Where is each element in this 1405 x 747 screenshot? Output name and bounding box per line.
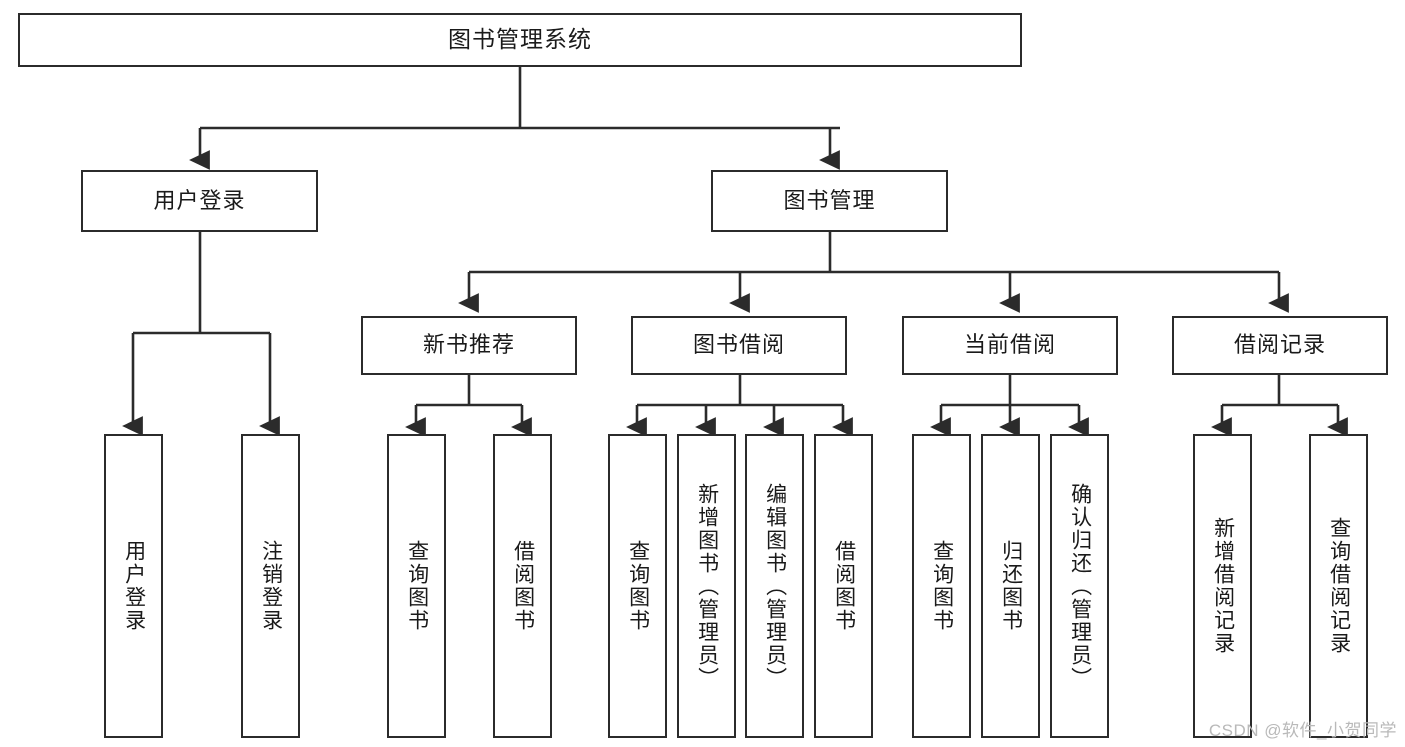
leaf-query-borrow-record[interactable]: 查询借阅记录: [1309, 434, 1368, 738]
leaf-return-books[interactable]: 归还图书: [981, 434, 1040, 738]
leaf-logout[interactable]: 注销登录: [241, 434, 300, 738]
node-current-borrow[interactable]: 当前借阅: [902, 316, 1118, 375]
node-label: 借阅记录: [1233, 332, 1326, 358]
leaf-confirm-return-admin[interactable]: 确认归还（管理员）: [1050, 434, 1109, 738]
leaf-edit-book-admin[interactable]: 编辑图书（管理员）: [745, 434, 804, 738]
node-label: 归还图书: [999, 540, 1023, 632]
leaf-add-borrow-record[interactable]: 新增借阅记录: [1193, 434, 1252, 738]
node-label: 图书管理系统: [448, 26, 592, 53]
node-label: 新增借阅记录: [1211, 517, 1235, 655]
leaf-query-books-recommend[interactable]: 查询图书: [387, 434, 446, 738]
node-label: 当前借阅: [963, 332, 1056, 358]
node-label: 借阅图书: [511, 540, 535, 632]
node-label: 查询图书: [626, 540, 650, 632]
node-label: 确认归还（管理员）: [1068, 482, 1092, 690]
node-label: 借阅图书: [832, 540, 856, 632]
node-book-management[interactable]: 图书管理: [711, 170, 948, 232]
node-label: 用户登录: [122, 540, 146, 632]
node-label: 图书管理: [783, 187, 876, 213]
leaf-user-login[interactable]: 用户登录: [104, 434, 163, 738]
node-label: 新书推荐: [422, 332, 515, 358]
node-label: 注销登录: [259, 540, 283, 632]
leaf-query-books-borrow[interactable]: 查询图书: [608, 434, 667, 738]
leaf-add-book-admin[interactable]: 新增图书（管理员）: [677, 434, 736, 738]
node-root-library-management-system[interactable]: 图书管理系统: [18, 13, 1022, 67]
leaf-borrow-books-recommend[interactable]: 借阅图书: [493, 434, 552, 738]
node-new-book-recommend[interactable]: 新书推荐: [361, 316, 577, 375]
node-label: 查询图书: [930, 540, 954, 632]
node-label: 查询借阅记录: [1327, 517, 1351, 655]
node-borrow-record[interactable]: 借阅记录: [1172, 316, 1388, 375]
node-book-borrow[interactable]: 图书借阅: [631, 316, 847, 375]
node-label: 查询图书: [405, 540, 429, 632]
node-label: 新增图书（管理员）: [695, 482, 719, 690]
node-user-login[interactable]: 用户登录: [81, 170, 318, 232]
node-label: 用户登录: [153, 187, 246, 213]
watermark-csdn: CSDN @软件_小贺同学: [1208, 721, 1397, 740]
leaf-borrow-books[interactable]: 借阅图书: [814, 434, 873, 738]
node-label: 图书借阅: [692, 332, 785, 358]
leaf-query-books-current[interactable]: 查询图书: [912, 434, 971, 738]
node-label: 编辑图书（管理员）: [763, 482, 787, 690]
